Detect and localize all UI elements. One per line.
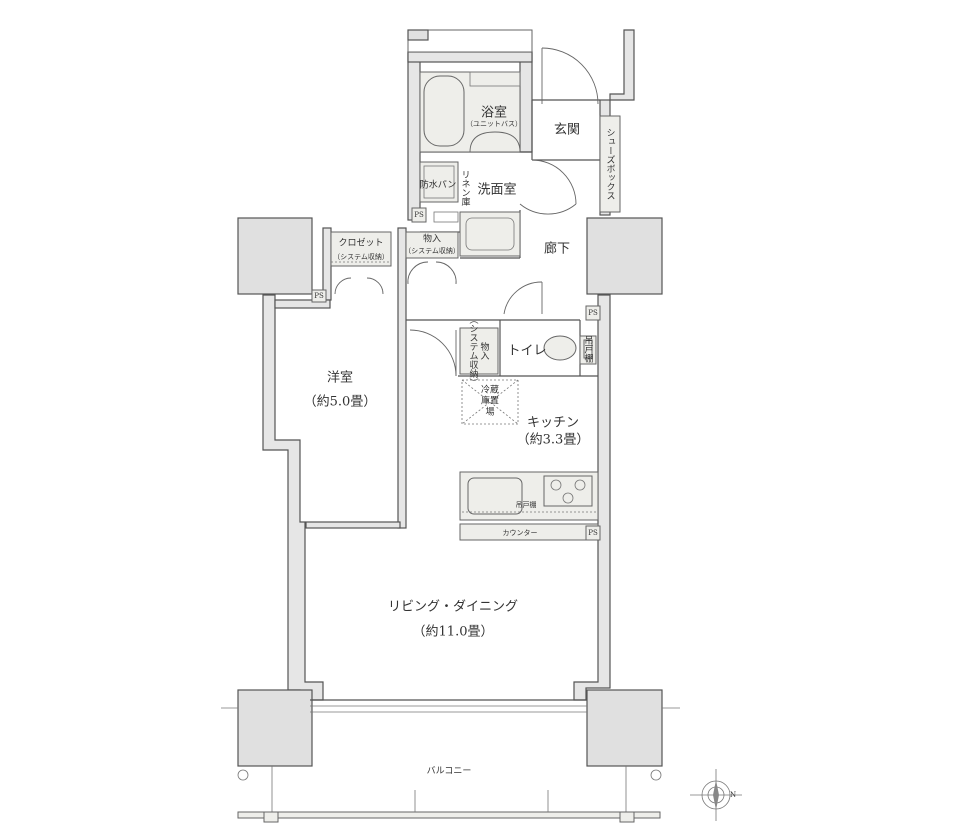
ps-label: PS <box>314 292 324 300</box>
ps-boxes <box>311 207 601 541</box>
ps-label: PS <box>588 529 598 537</box>
storage2-sub-label: （システム収納） <box>467 315 478 387</box>
entrance-label: 玄関 <box>553 122 581 138</box>
ps-label: PS <box>588 309 598 317</box>
outer-walls <box>262 29 635 701</box>
storage-label: 物入 <box>422 234 442 245</box>
storage2-label: 物入 <box>478 342 489 360</box>
shoe-box <box>599 115 621 213</box>
closet-label: クロゼット <box>338 238 384 249</box>
shoe-box-label: シューズボックス <box>604 128 615 200</box>
counter-label: カウンター <box>502 529 538 537</box>
toilet-label: トイレ <box>507 343 547 359</box>
compass-icon <box>690 769 742 821</box>
entrance-door <box>541 47 599 105</box>
kitchen-fixtures <box>459 379 599 541</box>
toilet-fixture <box>543 335 597 365</box>
ps-label: PS <box>414 211 424 219</box>
kitchen-shelf-label: 吊戸棚 <box>515 501 537 509</box>
fridge-label: 冷蔵庫置場 <box>480 385 499 418</box>
closet-sub-label: （システム収納） <box>333 253 389 261</box>
waterproof-pan-label: 防水パン <box>419 180 457 191</box>
western-room-size: （約5.0畳） <box>303 394 377 410</box>
western-room-label: 洋室 <box>326 370 354 386</box>
living-size: （約11.0畳） <box>412 624 494 640</box>
storage-sub-label: （システム収納） <box>404 247 460 255</box>
bathtub <box>419 71 521 153</box>
washroom-label: 洗面室 <box>477 182 517 198</box>
closet-doors <box>330 231 459 295</box>
kitchen-label: キッチン <box>526 415 580 431</box>
compass-north-label: N <box>729 791 737 799</box>
kitchen-size: （約3.3畳） <box>516 432 590 448</box>
bath-label: 浴室 <box>480 105 508 121</box>
balcony-label: バルコニー <box>426 766 472 777</box>
hall-door <box>503 281 543 315</box>
balcony <box>221 699 680 823</box>
columns <box>237 29 663 767</box>
linen-label: リネン庫 <box>459 170 470 206</box>
bath-sub-label: （ユニットバス） <box>466 120 522 128</box>
storage-2 <box>409 327 499 377</box>
hallway-label: 廊下 <box>543 241 571 257</box>
living-label: リビング・ダイニング <box>387 599 519 615</box>
toilet-shelf-label: 吊戸棚 <box>582 335 593 363</box>
